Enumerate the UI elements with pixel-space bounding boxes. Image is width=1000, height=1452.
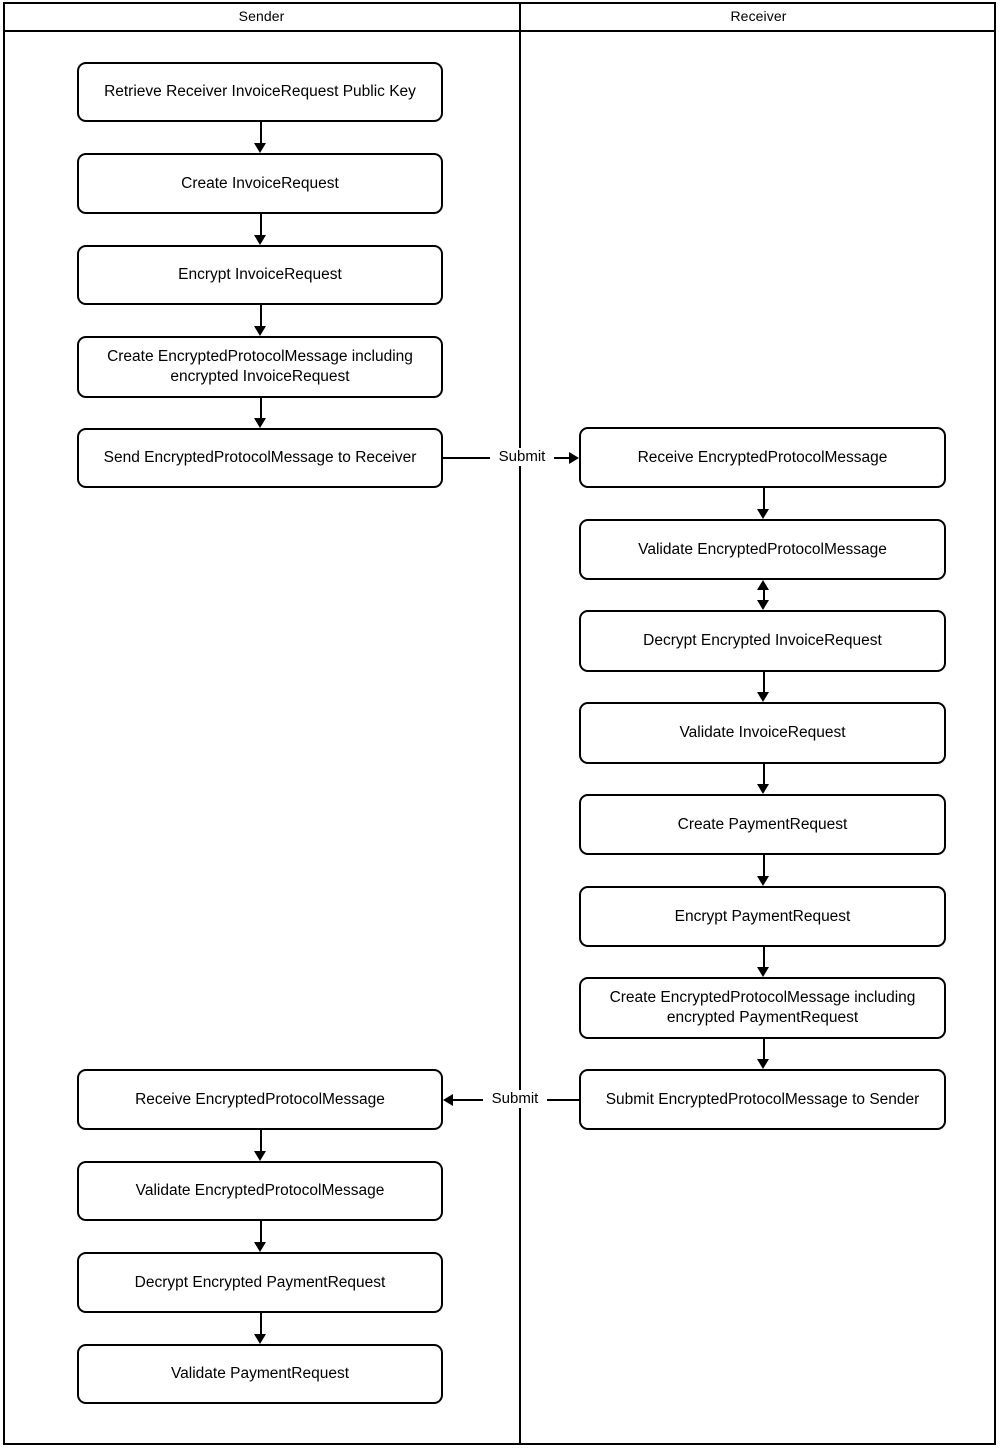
connector-s7-s8	[260, 1221, 262, 1242]
node-label: Receive EncryptedProtocolMessage	[637, 448, 888, 466]
arrowhead-icon	[757, 876, 769, 886]
arrowhead-icon	[254, 1242, 266, 1252]
arrowhead-icon	[254, 1151, 266, 1161]
connector-r7-r8	[763, 1039, 765, 1059]
arrowhead-icon	[254, 326, 266, 336]
arrowhead-icon	[254, 235, 266, 245]
node-label: Create EncryptedProtocolMessage includin…	[107, 348, 413, 385]
node-label: Create PaymentRequest	[677, 815, 848, 833]
node-label: Decrypt Encrypted InvoiceRequest	[643, 632, 882, 649]
connector-r2-r3-bidirectional	[763, 589, 765, 601]
arrowhead-icon	[757, 967, 769, 977]
lane-header-receiver: Receiver	[730, 8, 787, 24]
connector-s8-s9	[260, 1313, 262, 1334]
arrowhead-icon	[254, 1334, 266, 1344]
connector-r4-r5	[763, 764, 765, 784]
node-validate-invoicerequest[interactable]: Validate InvoiceRequest	[579, 702, 946, 764]
connector-s1-s2	[260, 122, 262, 143]
node-label: Create EncryptedProtocolMessage includin…	[609, 989, 916, 1026]
node-label: Validate EncryptedProtocolMessage	[638, 540, 887, 558]
arrowhead-icon	[757, 1059, 769, 1069]
node-submit-encryptedprotocolmessage-to-sender[interactable]: Submit EncryptedProtocolMessage to Sende…	[579, 1069, 946, 1130]
node-create-invoicerequest[interactable]: Create InvoiceRequest	[77, 153, 443, 214]
node-create-encryptedprotocolmessage-invoicerequest[interactable]: Create EncryptedProtocolMessage includin…	[77, 336, 443, 398]
node-send-encryptedprotocolmessage-to-receiver[interactable]: Send EncryptedProtocolMessage to Receive…	[77, 428, 443, 488]
arrowhead-icon	[254, 143, 266, 153]
connector-s2-s3	[260, 214, 262, 235]
arrowhead-icon	[757, 784, 769, 794]
node-label: Validate InvoiceRequest	[679, 724, 846, 741]
arrowhead-icon	[757, 509, 769, 519]
lane-header-separator	[3, 30, 996, 32]
arrowhead-icon	[757, 600, 769, 610]
node-label: Send EncryptedProtocolMessage to Receive…	[103, 449, 417, 466]
node-receiver-validate-encryptedprotocolmessage[interactable]: Validate EncryptedProtocolMessage	[579, 519, 946, 580]
node-label: Receive EncryptedProtocolMessage	[135, 1090, 385, 1108]
node-label: Encrypt InvoiceRequest	[178, 266, 342, 283]
arrowhead-icon	[443, 1094, 453, 1106]
node-validate-paymentrequest[interactable]: Validate PaymentRequest	[77, 1344, 443, 1404]
node-label: Retrieve Receiver InvoiceRequest Public …	[104, 83, 416, 100]
node-label: Validate EncryptedProtocolMessage	[135, 1182, 385, 1199]
arrowhead-icon	[757, 580, 769, 590]
connector-r5-r6	[763, 855, 765, 876]
edge-label-submit-to-receiver: Submit	[490, 448, 554, 466]
connector-s4-s5	[260, 398, 262, 418]
node-receiver-receive-encryptedprotocolmessage[interactable]: Receive EncryptedProtocolMessage	[579, 427, 946, 488]
node-label: Validate PaymentRequest	[170, 1365, 350, 1382]
node-decrypt-encrypted-paymentrequest[interactable]: Decrypt Encrypted PaymentRequest	[77, 1252, 443, 1313]
node-sender-receive-encryptedprotocolmessage[interactable]: Receive EncryptedProtocolMessage	[77, 1069, 443, 1130]
node-retrieve-receiver-public-key[interactable]: Retrieve Receiver InvoiceRequest Public …	[77, 62, 443, 122]
edge-label-submit-to-sender: Submit	[483, 1090, 547, 1108]
node-label: Submit EncryptedProtocolMessage to Sende…	[605, 1090, 920, 1108]
arrowhead-icon	[757, 692, 769, 702]
arrowhead-icon	[254, 418, 266, 428]
node-label: Encrypt PaymentRequest	[674, 907, 851, 925]
node-label: Decrypt Encrypted PaymentRequest	[134, 1273, 386, 1291]
connector-s3-s4	[260, 305, 262, 326]
connector-r3-r4	[763, 672, 765, 692]
node-sender-validate-encryptedprotocolmessage[interactable]: Validate EncryptedProtocolMessage	[77, 1161, 443, 1221]
connector-r1-r2	[763, 488, 765, 509]
connector-s6-s7	[260, 1130, 262, 1151]
lane-header-sender: Sender	[238, 8, 285, 24]
lane-divider	[519, 2, 521, 1445]
connector-r6-r7	[763, 947, 765, 967]
node-create-encryptedprotocolmessage-paymentrequest[interactable]: Create EncryptedProtocolMessage includin…	[579, 977, 946, 1039]
node-encrypt-invoicerequest[interactable]: Encrypt InvoiceRequest	[77, 245, 443, 305]
arrowhead-icon	[569, 452, 579, 464]
node-encrypt-paymentrequest[interactable]: Encrypt PaymentRequest	[579, 886, 946, 947]
node-decrypt-encrypted-invoicerequest[interactable]: Decrypt Encrypted InvoiceRequest	[579, 610, 946, 672]
node-create-paymentrequest[interactable]: Create PaymentRequest	[579, 794, 946, 855]
node-label: Create InvoiceRequest	[181, 174, 339, 192]
